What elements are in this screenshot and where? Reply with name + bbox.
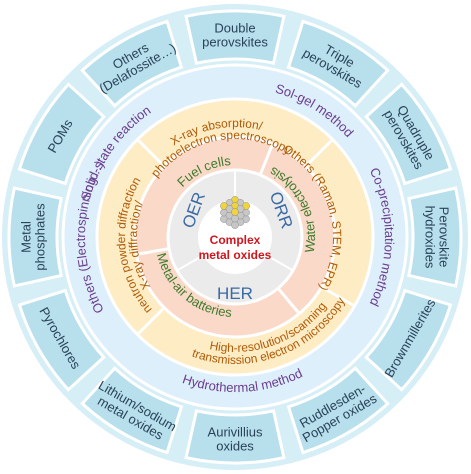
ring-separator [320,285,356,308]
material-tile [364,82,453,186]
material-tile [286,366,390,455]
material-tile [184,408,286,465]
center-disc [198,200,272,274]
ring-separator [258,143,274,176]
material-tile [286,19,390,108]
ring-separator [304,138,334,168]
crystal-lattice-icon [220,196,250,229]
lattice-atom [231,214,239,223]
characterization-separators [136,138,356,336]
ring-separator [136,247,170,256]
ring-separator [176,254,204,272]
material-tile-label: Perovskitehydroxides [423,206,452,269]
center-title-line1: Complex [210,233,261,247]
material-tile [17,288,106,392]
material-tile [80,19,184,108]
application-separators [136,143,301,315]
ring-separator [276,287,301,315]
material-tile [364,288,453,392]
ring-separator [136,306,166,336]
reaction-separators [176,170,294,272]
reaction-her: HER [217,284,253,303]
lattice-atom [231,208,239,216]
center-title-line2: metal oxides [199,248,272,262]
ring-separator [136,138,166,168]
material-tile-label: Metalphosphates [19,203,48,271]
material-tile [7,186,64,288]
material-tile [406,186,463,288]
material-tile [184,9,286,66]
ring-separator [266,254,294,272]
material-tile [17,82,106,186]
material-tile [80,366,184,455]
lattice-atom [231,221,239,229]
